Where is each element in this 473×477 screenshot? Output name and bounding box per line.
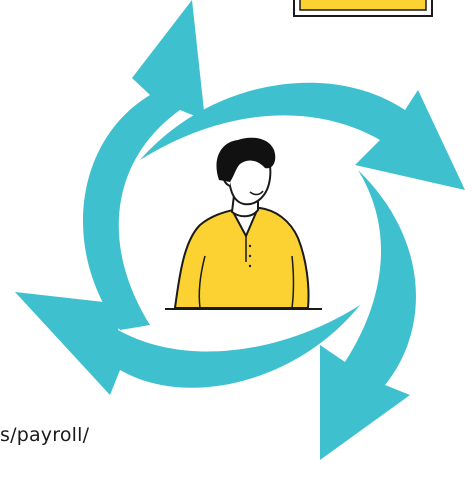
card-fragment bbox=[294, 0, 432, 16]
person-figure bbox=[165, 138, 322, 309]
arrow-right bbox=[320, 170, 416, 460]
url-fragment-text: s/payroll/ bbox=[0, 424, 89, 446]
